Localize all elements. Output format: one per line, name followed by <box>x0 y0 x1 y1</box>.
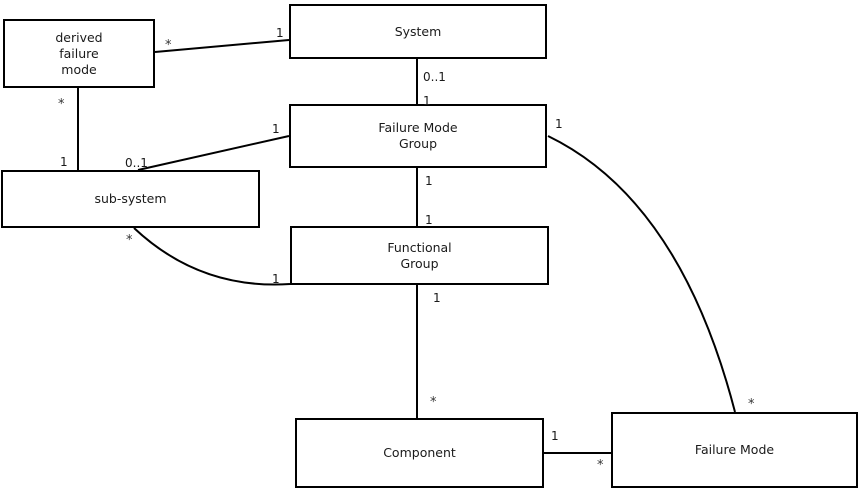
class-name-functional-group: Functional Group <box>387 239 452 271</box>
multiplicity-label: * <box>748 397 755 412</box>
association-sub-system-to-functional-group <box>133 227 291 286</box>
multiplicity-label: 0..1 <box>423 70 446 84</box>
association-derived-failure-mode-to-system <box>154 39 290 53</box>
class-box-failure-mode[interactable]: Failure Mode <box>611 412 858 488</box>
class-name-sub-system: sub-system <box>94 191 167 206</box>
multiplicity-label: * <box>126 233 133 248</box>
multiplicity-label: 1 <box>425 174 433 188</box>
multiplicity-label: 1 <box>272 122 280 136</box>
association-failure-mode-group-to-failure-mode <box>547 135 736 413</box>
class-box-sub-system[interactable]: sub-system <box>1 170 260 228</box>
multiplicity-label: * <box>58 97 65 112</box>
class-box-system[interactable]: System <box>289 4 547 59</box>
multiplicity-label: 1 <box>276 26 284 40</box>
association-sub-system-to-failure-mode-group <box>137 135 290 171</box>
class-name-component: Component <box>383 445 456 460</box>
multiplicity-label: 1 <box>60 155 68 169</box>
class-name-failure-mode: Failure Mode <box>694 442 775 457</box>
multiplicity-label: 1 <box>433 291 441 305</box>
multiplicity-label: 1 <box>423 94 431 108</box>
multiplicity-label: 0..1 <box>125 156 148 170</box>
multiplicity-label: * <box>597 458 604 473</box>
class-name-derived-failure-mode: derived failure mode <box>55 29 103 77</box>
multiplicity-label: 1 <box>551 429 559 443</box>
class-name-failure-mode-group: Failure Mode Group <box>378 120 458 151</box>
class-box-functional-group[interactable]: Functional Group <box>290 226 549 285</box>
class-box-derived-failure-mode[interactable]: derived failure mode <box>3 19 155 88</box>
class-box-component[interactable]: Component <box>295 418 544 488</box>
multiplicity-label: 1 <box>425 213 433 227</box>
class-name-system: System <box>394 23 442 39</box>
multiplicity-label: 1 <box>272 272 280 286</box>
multiplicity-label: 1 <box>555 117 563 131</box>
multiplicity-label: * <box>165 38 172 53</box>
multiplicity-label: * <box>430 395 437 410</box>
class-box-failure-mode-group[interactable]: Failure Mode Group <box>289 104 547 168</box>
